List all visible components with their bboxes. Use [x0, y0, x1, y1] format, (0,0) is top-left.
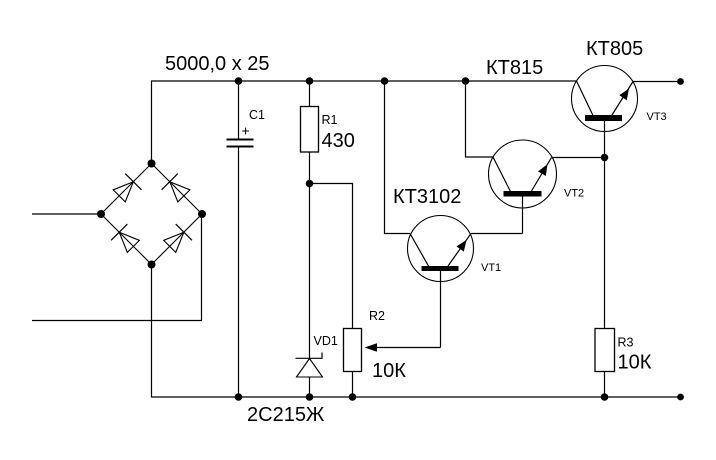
bridge-diode-lower-left: [110, 223, 141, 254]
vd1-triangle: [295, 357, 324, 378]
bridge-diamond: [100, 162, 203, 266]
transistor-vt2: VT2 КТ815: [464, 57, 605, 234]
bridge-diode-upper-right: [161, 173, 191, 203]
vt1-ref-label: VT1: [481, 262, 501, 274]
r2-ref-label: R2: [369, 309, 385, 323]
c1-ref-label: C1: [249, 108, 265, 122]
vt2-ref-label: VT2: [564, 188, 584, 200]
r1-body: [299, 105, 320, 153]
negative-rail: [150, 264, 681, 398]
vt2-collector-wire: [464, 81, 493, 158]
c1-value-label: 5000,0 x 25: [165, 53, 270, 75]
r3-ref-label: R3: [618, 336, 634, 350]
bridge-diode-upper-left: [112, 173, 142, 203]
transistor-vt1: VT1 КТ3102: [383, 81, 523, 348]
vt3-emitter-arrow: [619, 88, 629, 101]
r3-body: [594, 327, 616, 373]
c1-polarity-mark: +: [242, 123, 250, 139]
output-minus-terminal: [677, 393, 684, 401]
positive-rail: [150, 80, 577, 164]
r2-body: [342, 327, 363, 373]
vt3-type-label: КТ805: [586, 38, 643, 60]
vt2-emitter-arrow: [538, 164, 548, 176]
resistor-r3: R3 10К: [594, 327, 652, 397]
bridge-diode-lower-right: [162, 223, 193, 254]
resistor-r1: R1 430: [299, 81, 355, 184]
ac-input-wire-2: [32, 214, 203, 322]
wiring: [32, 80, 681, 398]
zener-vd1: VD1 2С215Ж: [247, 183, 338, 426]
vt3-ref-label: VT3: [647, 111, 667, 123]
vt1-collector-wire: [383, 81, 410, 235]
r1-ref-label: R1: [322, 113, 338, 127]
vt2-base-bar: [503, 191, 542, 197]
bridge-rectifier: [100, 162, 203, 266]
vd1-type-label: 2С215Ж: [247, 404, 325, 426]
r2-wiper-arrow: [364, 343, 377, 352]
vt1-type-label: КТ3102: [393, 186, 461, 208]
r2-value-label: 10К: [372, 360, 406, 382]
vt1-emitter-arrow: [456, 240, 467, 252]
junction-dots: [97, 77, 684, 401]
transistor-vt3: VT3 КТ805: [570, 38, 667, 329]
vd1-ref-label: VD1: [314, 334, 338, 348]
vd1-cathode-bar: [295, 352, 323, 359]
r3-value-label: 10К: [618, 352, 652, 374]
capacitor-c1: C1 + 5000,0 x 25: [165, 53, 270, 397]
potentiometer-r2: R2 10К: [309, 182, 441, 397]
r1-value-label: 430: [322, 130, 355, 152]
vt2-type-label: КТ815: [486, 57, 543, 79]
vt1-base-bar: [421, 266, 459, 271]
output-plus-terminal: [677, 78, 684, 85]
vt3-base-bar: [585, 115, 622, 121]
